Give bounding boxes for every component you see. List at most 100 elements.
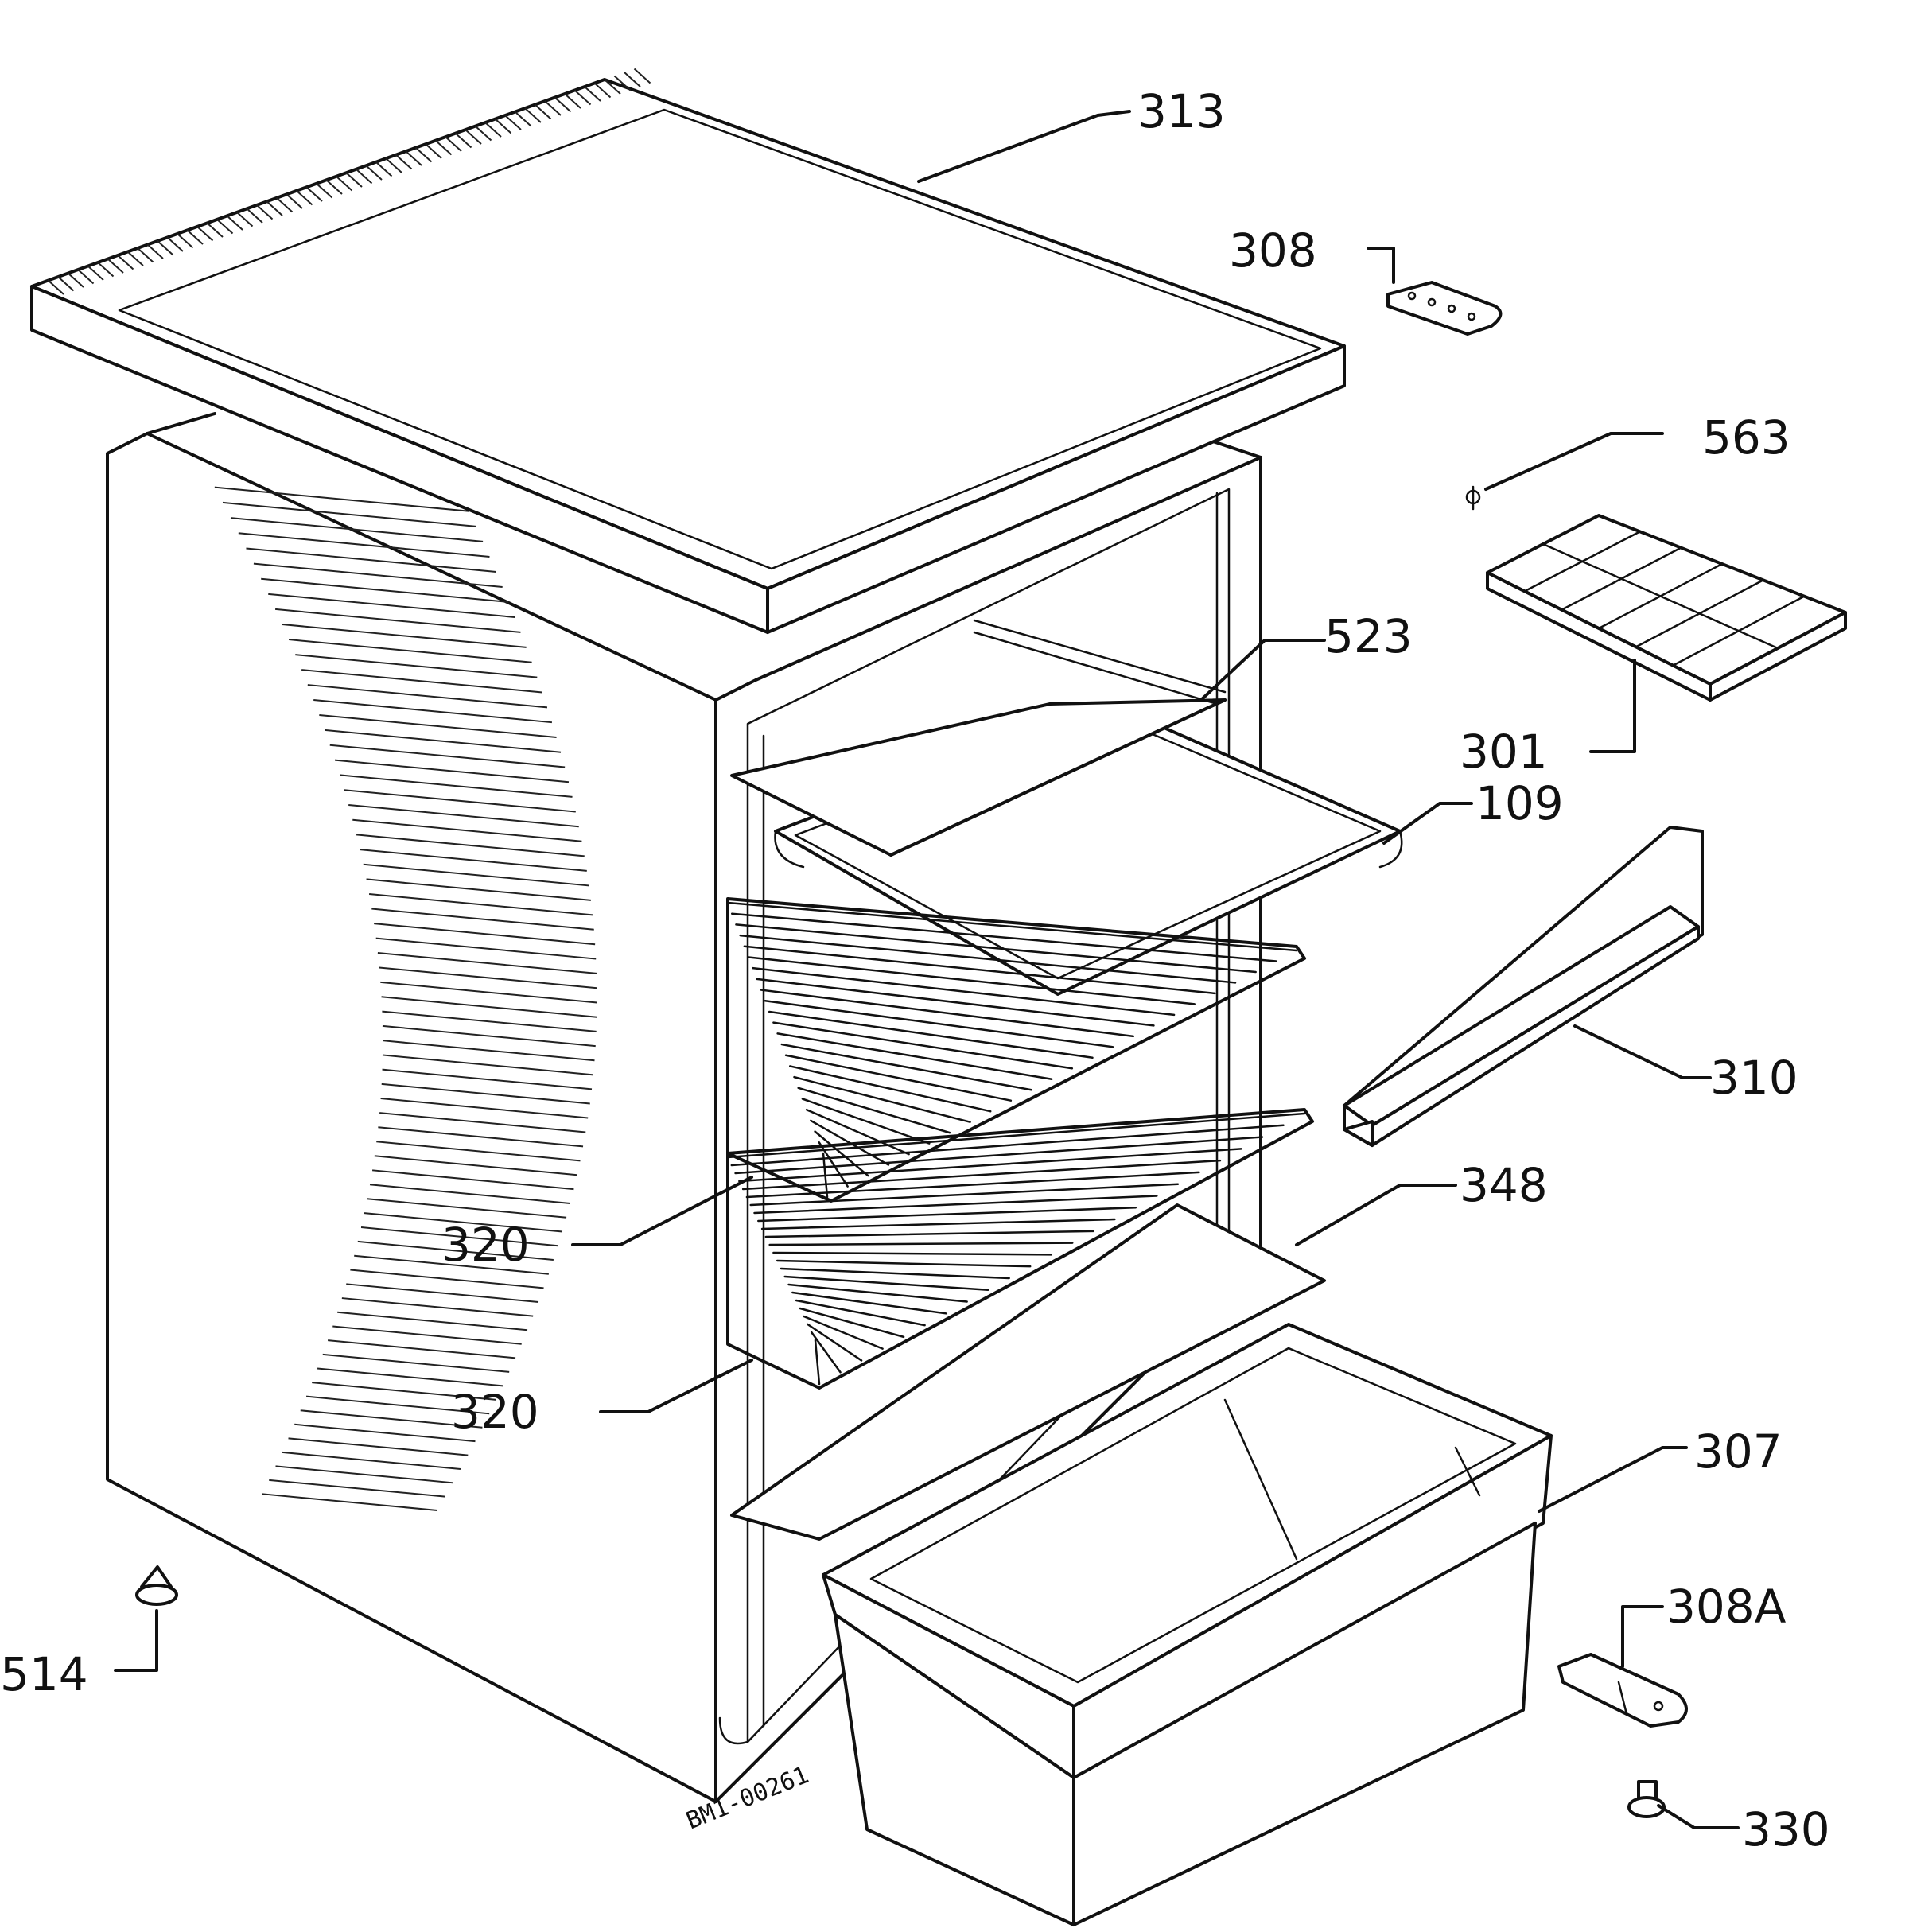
shelf-lower-wires bbox=[726, 1112, 1306, 1386]
hatch-stroke bbox=[166, 236, 184, 252]
hatch-stroke bbox=[484, 122, 502, 138]
hatch-stroke bbox=[405, 150, 422, 166]
hatch-stroke bbox=[176, 232, 194, 249]
side-panel-shading bbox=[214, 486, 597, 1511]
hatch-stroke bbox=[206, 222, 224, 238]
hatch-stroke bbox=[337, 1311, 528, 1331]
hatch-stroke bbox=[317, 1367, 503, 1387]
hatch-stroke bbox=[753, 1195, 1158, 1215]
hatch-stroke bbox=[776, 1259, 1032, 1268]
callout-320-upper: 320 bbox=[441, 1218, 530, 1272]
hatch-stroke bbox=[246, 208, 263, 224]
hatch-stroke bbox=[371, 908, 594, 931]
hatch-stroke bbox=[56, 275, 75, 292]
callout-307: 307 bbox=[1694, 1425, 1783, 1479]
hatch-stroke bbox=[747, 956, 1196, 1005]
screw-563 bbox=[1465, 485, 1481, 511]
hatch-stroke bbox=[624, 72, 641, 87]
hatch-stroke bbox=[355, 168, 373, 185]
hatch-stroke bbox=[214, 486, 469, 512]
hatch-stroke bbox=[814, 1339, 821, 1386]
hatch-stroke bbox=[369, 892, 593, 916]
callout-514: 514 bbox=[0, 1647, 88, 1701]
callout-310: 310 bbox=[1710, 1051, 1798, 1105]
hatch-stroke bbox=[334, 759, 570, 783]
hatch-stroke bbox=[366, 878, 591, 901]
hatch-stroke bbox=[768, 1010, 1094, 1059]
hatch-stroke bbox=[235, 211, 254, 227]
hatch-stroke bbox=[633, 68, 651, 84]
hatch-stroke bbox=[797, 1087, 951, 1134]
hatch-stroke bbox=[760, 1218, 1116, 1230]
hatch-stroke bbox=[325, 179, 343, 195]
callout-313: 313 bbox=[1137, 84, 1226, 138]
hatch-stroke bbox=[380, 1097, 589, 1119]
hatch-stroke bbox=[356, 834, 585, 857]
hatch-stroke bbox=[524, 107, 542, 123]
hatch-stroke bbox=[357, 1240, 554, 1261]
hatch-stroke bbox=[764, 1000, 1114, 1048]
hatch-stroke bbox=[768, 1242, 1074, 1246]
hatch-stroke bbox=[289, 639, 532, 663]
hatch-stroke bbox=[739, 934, 1237, 984]
hatch-stroke bbox=[810, 1331, 842, 1374]
hatch-stroke bbox=[376, 1141, 581, 1162]
hatch-stroke bbox=[380, 981, 597, 1004]
hatch-stroke bbox=[791, 1291, 947, 1315]
hatch-stroke bbox=[266, 200, 283, 216]
hatch-stroke bbox=[757, 1207, 1137, 1223]
wire-shelf-upper-320 bbox=[726, 897, 1306, 1203]
callout-348: 348 bbox=[1460, 1158, 1548, 1212]
hatch-stroke bbox=[377, 952, 597, 974]
hatch-stroke bbox=[312, 1382, 496, 1401]
hatch-stroke bbox=[335, 175, 353, 192]
hatch-stroke bbox=[738, 1148, 1242, 1183]
hatch-stroke bbox=[76, 268, 95, 285]
hatch-stroke bbox=[379, 1112, 586, 1133]
hatch-stroke bbox=[255, 204, 274, 220]
hatch-stroke bbox=[375, 161, 393, 177]
hatch-stroke bbox=[305, 1395, 490, 1415]
hatch-stroke bbox=[474, 125, 492, 142]
hatch-stroke bbox=[329, 744, 566, 768]
hatch-stroke bbox=[414, 146, 433, 163]
hatch-stroke bbox=[741, 1159, 1222, 1191]
hatch-stroke bbox=[381, 1083, 590, 1105]
callout-320-lower: 320 bbox=[451, 1385, 539, 1439]
hatch-stroke bbox=[793, 1075, 971, 1123]
callout-523: 523 bbox=[1324, 609, 1413, 663]
hatch-stroke bbox=[756, 978, 1155, 1027]
hatch-stroke bbox=[341, 1297, 534, 1317]
hatch-stroke bbox=[764, 1230, 1095, 1238]
hatch-stroke bbox=[375, 937, 597, 960]
hatch-stroke bbox=[780, 1043, 1032, 1091]
hatch-stroke bbox=[282, 1451, 461, 1470]
hatch-stroke bbox=[253, 562, 503, 588]
hatch-stroke bbox=[275, 196, 294, 213]
hatch-stroke bbox=[801, 1098, 931, 1145]
hatch-stroke bbox=[534, 103, 552, 120]
hatch-stroke bbox=[305, 186, 323, 202]
hatch-stroke bbox=[454, 132, 472, 149]
hatch-stroke bbox=[434, 139, 453, 156]
hatch-stroke bbox=[799, 1307, 905, 1339]
foot-514 bbox=[135, 1565, 178, 1606]
hatch-stroke bbox=[332, 1325, 522, 1345]
hatch-stroke bbox=[374, 923, 596, 946]
hatch-stroke bbox=[776, 1032, 1053, 1080]
hatch-stroke bbox=[350, 1269, 544, 1289]
hatch-stroke bbox=[87, 265, 104, 281]
hatch-stroke bbox=[787, 1283, 968, 1303]
hatch-stroke bbox=[789, 1065, 992, 1113]
screw-330 bbox=[1627, 1780, 1666, 1818]
hatch-stroke bbox=[604, 79, 621, 95]
hatch-stroke bbox=[382, 1010, 597, 1032]
shelf-upper-wires bbox=[726, 901, 1298, 1199]
hatch-stroke bbox=[752, 966, 1176, 1017]
hatch-stroke bbox=[504, 115, 522, 130]
callout-301: 301 bbox=[1460, 725, 1548, 779]
hatch-stroke bbox=[805, 1108, 910, 1156]
hatch-stroke bbox=[514, 111, 532, 127]
hatch-stroke bbox=[348, 803, 579, 828]
hatch-stroke bbox=[282, 624, 527, 648]
